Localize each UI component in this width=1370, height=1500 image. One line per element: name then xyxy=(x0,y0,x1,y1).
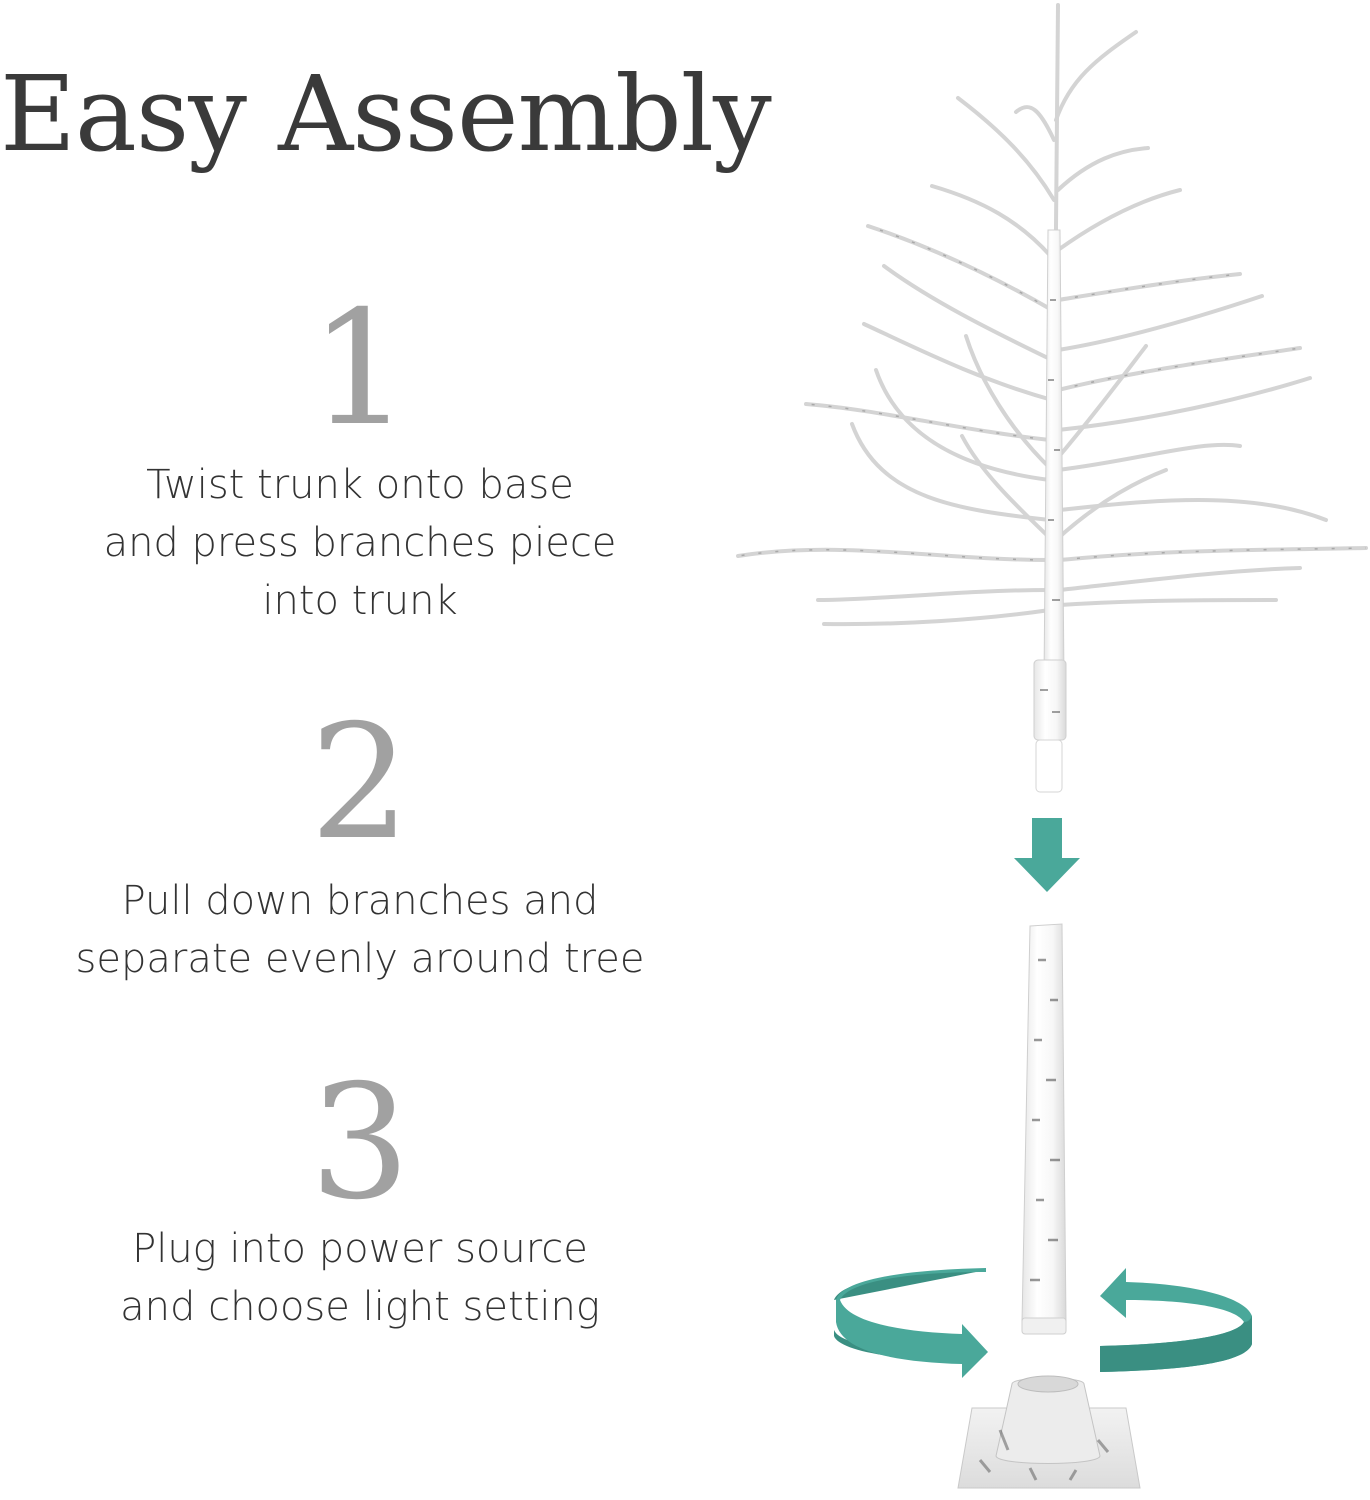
step-2-line-2: separate evenly around tree xyxy=(75,936,645,982)
step-1-number: 1 xyxy=(309,277,411,461)
rotate-arrows-icon xyxy=(834,1268,1252,1378)
arrow-down-icon xyxy=(1014,818,1080,892)
tree-assembly-illustration xyxy=(736,3,1368,1489)
step-3-line-2: and choose light setting xyxy=(120,1284,600,1330)
step-2-line-1: Pull down branches and xyxy=(121,878,599,924)
step-3-line-1: Plug into power source xyxy=(132,1226,588,1272)
step-1-line-1: Twist trunk onto base xyxy=(146,462,574,508)
tree-stand-base xyxy=(957,1375,1141,1489)
upper-trunk xyxy=(1033,229,1067,793)
step-2-text: Pull down branches and separate evenly a… xyxy=(30,872,690,988)
step-1-text: Twist trunk onto base and press branches… xyxy=(30,456,690,630)
tree-branches xyxy=(736,3,1368,672)
step-3-number: 3 xyxy=(309,1051,411,1235)
step-1-line-2: and press branches piece xyxy=(103,520,617,566)
lower-trunk xyxy=(1021,923,1067,1335)
step-3-text: Plug into power source and choose light … xyxy=(30,1220,690,1336)
step-2-number: 2 xyxy=(309,691,411,875)
step-1-line-3: into trunk xyxy=(262,578,458,624)
page-title: Easy Assembly xyxy=(0,53,772,175)
